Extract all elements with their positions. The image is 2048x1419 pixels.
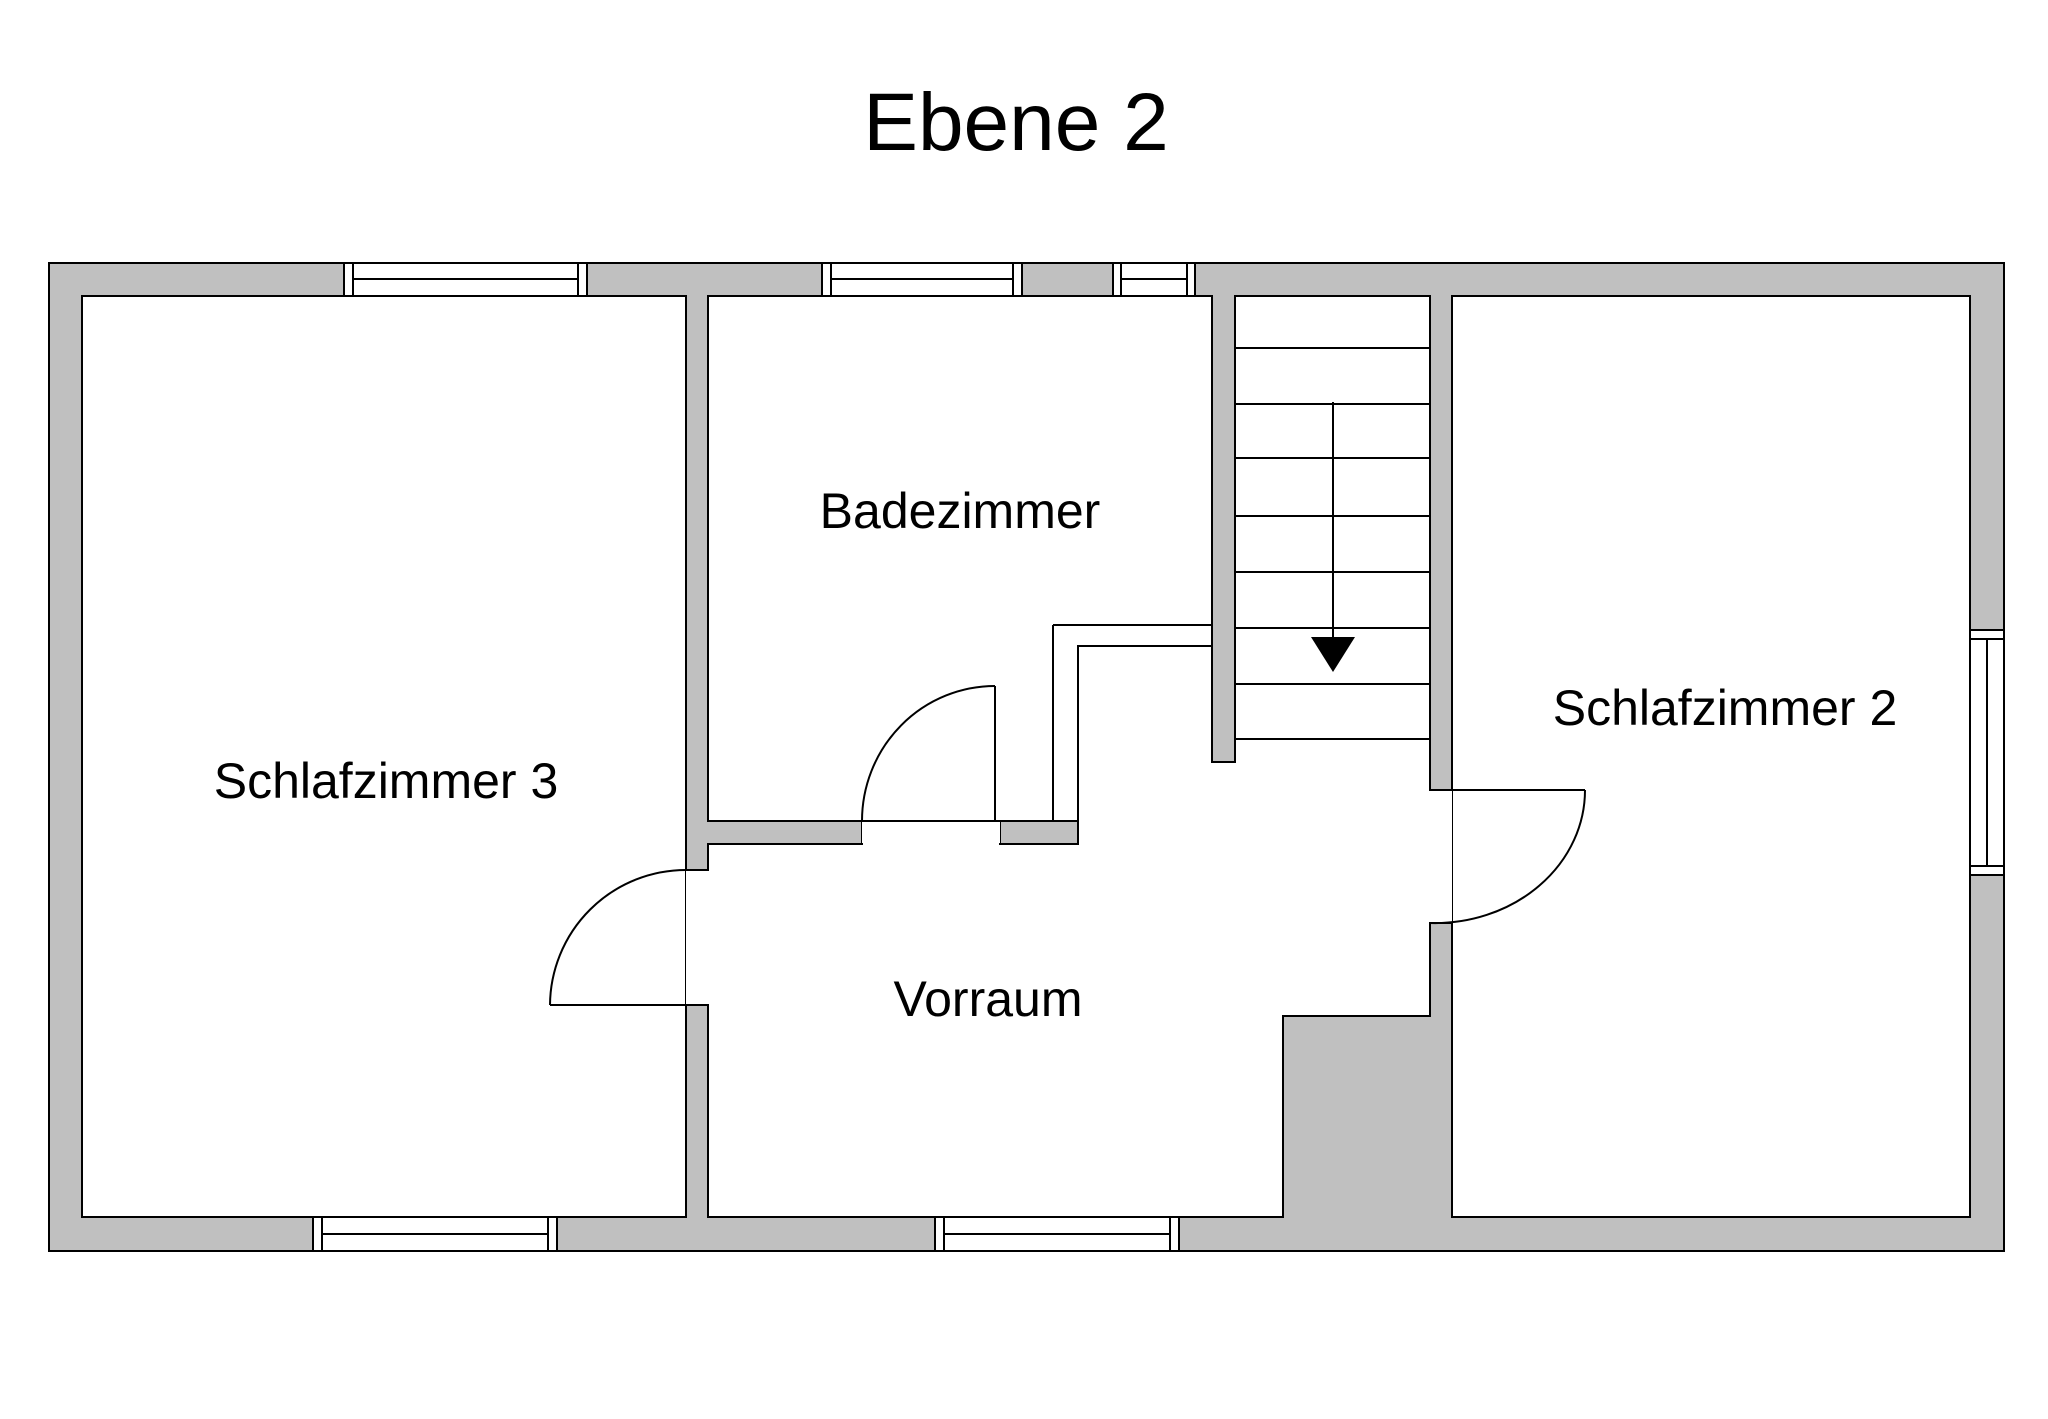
label-vorraum: Vorraum xyxy=(894,971,1083,1027)
window-top-1 xyxy=(343,263,588,296)
stair-direction-arrow-icon xyxy=(1311,402,1355,672)
window-top-2 xyxy=(821,263,1023,296)
door-badezimmer xyxy=(861,685,1000,843)
window-bottom-2 xyxy=(934,1217,1180,1251)
label-badezimmer: Badezimmer xyxy=(820,483,1101,539)
room-schlafzimmer-3 xyxy=(81,295,687,1218)
window-top-3 xyxy=(1112,263,1196,296)
window-bottom-1 xyxy=(312,1217,558,1251)
window-right xyxy=(1970,629,2004,876)
label-schlafzimmer-3: Schlafzimmer 3 xyxy=(214,753,559,809)
plan-title: Ebene 2 xyxy=(863,77,1169,168)
label-schlafzimmer-2: Schlafzimmer 2 xyxy=(1553,680,1898,736)
door-schlafzimmer-3 xyxy=(549,869,708,1006)
door-schlafzimmer-2 xyxy=(1429,789,1586,925)
room-schlafzimmer-2 xyxy=(1451,295,1971,1218)
